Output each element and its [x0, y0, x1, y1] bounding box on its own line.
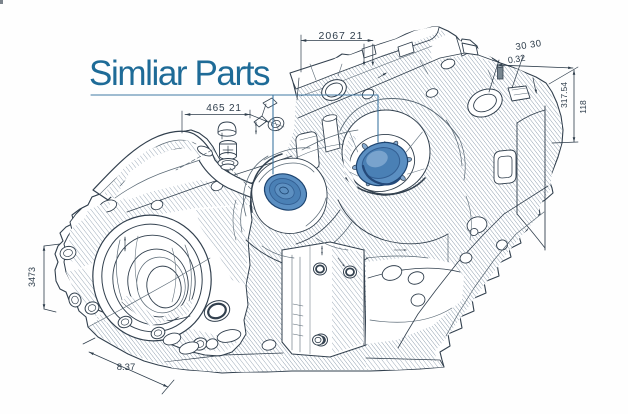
- svg-text:465 21: 465 21: [206, 103, 241, 114]
- svg-text:Simliar Parts: Simliar Parts: [89, 54, 270, 93]
- svg-text:2067 21: 2067 21: [319, 30, 364, 42]
- svg-text:30 30: 30 30: [515, 38, 543, 53]
- svg-text:0.32: 0.32: [507, 53, 526, 66]
- svg-text:3473: 3473: [27, 267, 37, 287]
- svg-text:317.54: 317.54: [559, 82, 569, 108]
- svg-text:8.37: 8.37: [117, 362, 136, 373]
- svg-text:118: 118: [578, 100, 588, 114]
